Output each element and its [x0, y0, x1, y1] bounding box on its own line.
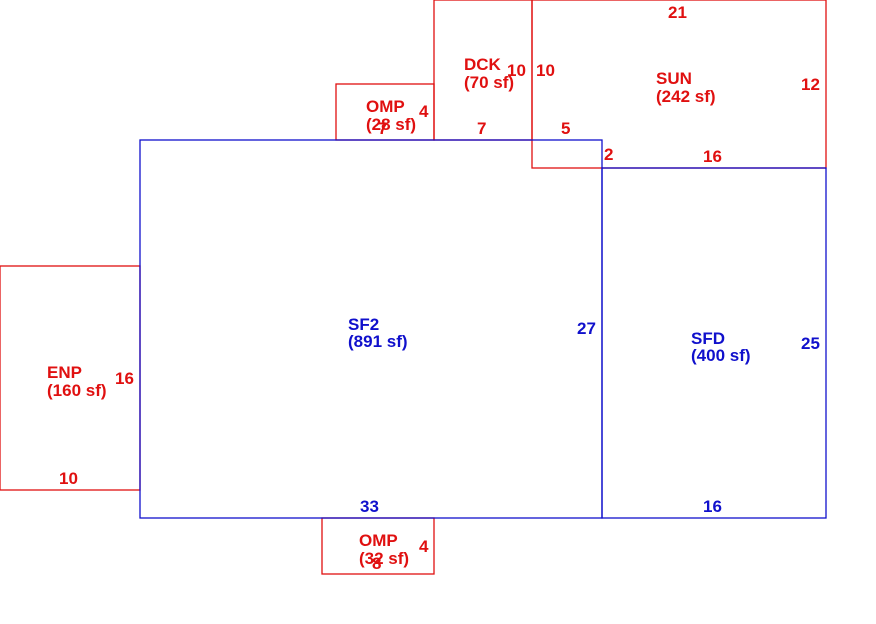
area-sfd-outline — [601, 167, 827, 519]
area-dck-dim-right: 10 — [507, 61, 526, 80]
area-sfd-dim-right: 25 — [801, 334, 820, 353]
area-omp-top: OMP (28 sf) 4 7 — [335, 83, 435, 141]
area-omp-top-dim-right: 4 — [419, 102, 429, 121]
area-sfd-code: SFD — [691, 329, 725, 348]
area-omp-bottom-size: (32 sf) — [359, 549, 409, 568]
area-dck-dim-bottom: 7 — [477, 119, 486, 138]
area-enp: ENP (160 sf) 16 10 — [0, 265, 141, 491]
area-sfd: SFD (400 sf) 16 25 — [601, 167, 827, 519]
area-sf2-size: (891 sf) — [348, 332, 408, 351]
area-sf2: SF2 (891 sf) 33 27 — [139, 139, 603, 519]
area-sun-size: (242 sf) — [656, 87, 716, 106]
area-omp-top-dim-bottom: 7 — [378, 119, 387, 138]
area-sun-dim-left: 10 — [536, 61, 555, 80]
area-enp-code: ENP — [47, 363, 82, 382]
area-omp-bottom: OMP (32 sf) 4 8 — [321, 517, 435, 575]
area-sf2-dim-bottom: 33 — [360, 497, 379, 516]
area-sun-code: SUN — [656, 69, 692, 88]
area-dck: DCK (70 sf) 10 7 — [433, 0, 533, 141]
area-sfd-size: (400 sf) — [691, 346, 751, 365]
area-dck-size: (70 sf) — [464, 73, 514, 92]
area-omp-top-size: (28 sf) — [366, 115, 416, 134]
area-omp-bottom-code: OMP — [359, 531, 398, 550]
area-sf2-dim-right: 27 — [577, 319, 596, 338]
area-sun-dim-right: 12 — [801, 75, 820, 94]
area-enp-dim-right: 16 — [115, 369, 134, 388]
area-sun: SUN (242 sf) 21 12 16 2 5 10 — [531, 0, 827, 169]
area-sf2-code: SF2 — [348, 315, 379, 334]
area-omp-bottom-dim-right: 4 — [419, 537, 429, 556]
area-omp-top-code: OMP — [366, 97, 405, 116]
area-omp-bottom-dim-bottom: 8 — [372, 554, 381, 573]
area-sun-dim-bottom-left: 5 — [561, 119, 570, 138]
area-sfd-dim-bottom: 16 — [703, 497, 722, 516]
area-enp-size: (160 sf) — [47, 381, 107, 400]
area-sun-dim-bottom: 16 — [703, 147, 722, 166]
area-enp-dim-bottom: 10 — [59, 469, 78, 488]
area-dck-code: DCK — [464, 55, 502, 74]
area-sun-dim-step: 2 — [604, 145, 613, 164]
area-sun-dim-top: 21 — [668, 3, 687, 22]
